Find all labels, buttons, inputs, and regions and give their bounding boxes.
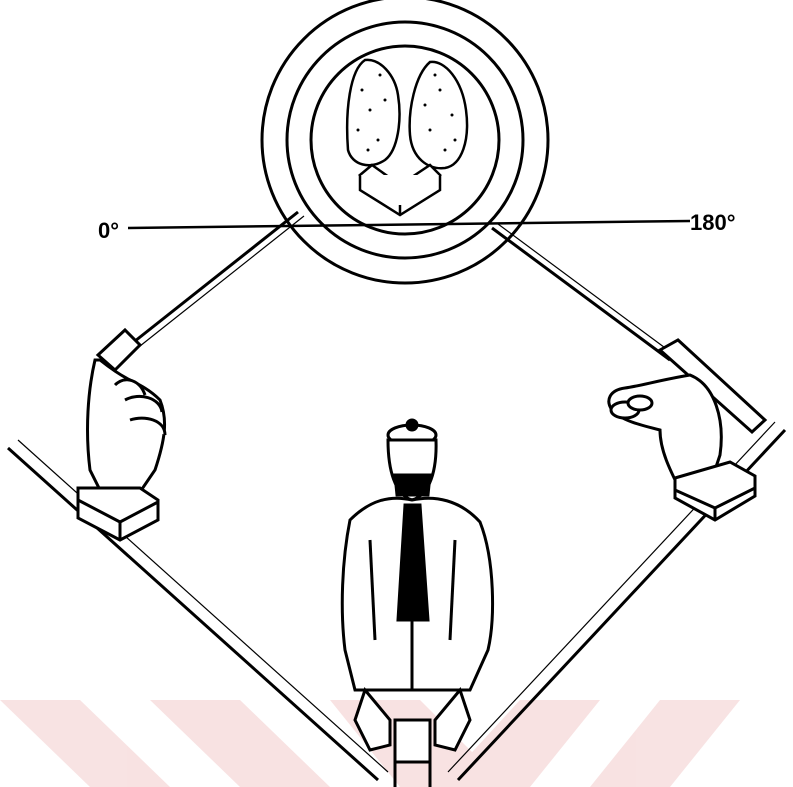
left-catheter (130, 212, 304, 350)
lung-specimen (347, 60, 467, 215)
right-hand (609, 340, 765, 520)
surgeon-figure (342, 420, 492, 787)
concentric-rings (262, 0, 548, 283)
outer-ring (262, 0, 548, 283)
right-catheter (492, 224, 676, 360)
angle-label-0: 0° (98, 218, 119, 243)
left-hand (78, 330, 165, 540)
angle-label-180: 180° (690, 210, 736, 235)
angle-axis: 0° 180° (98, 210, 736, 243)
